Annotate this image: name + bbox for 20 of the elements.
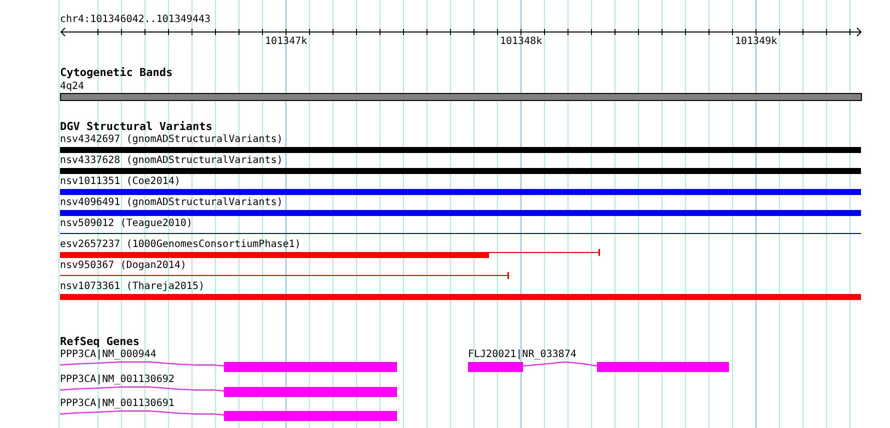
band-label: 4q24 [60, 81, 84, 93]
gene-label: PPP3CA|NM_001130691 [60, 398, 174, 410]
tick-label: 101349k [735, 36, 778, 48]
gene-label: PPP3CA|NM_001130692 [60, 374, 174, 386]
gene-label: FLJ20021|NR_033874 [468, 349, 576, 361]
tick-label: 101347k [265, 36, 308, 48]
track-heading: Cytogenetic Bands [60, 67, 173, 79]
variant-label: nsv950367 (Dogan2014) [60, 260, 186, 272]
variant-label: esv2657237 (1000GenomesConsortiumPhase1) [60, 239, 301, 251]
gene-label: PPP3CA|NM_000944 [60, 349, 156, 361]
variant-label: nsv4337628 (gnomADStructuralVariants) [60, 155, 283, 167]
track-heading: RefSeq Genes [60, 336, 140, 348]
track-heading: DGV Structural Variants [60, 121, 212, 133]
tick-label: 101348k [500, 36, 542, 48]
variant-label: nsv4096491 (gnomADStructuralVariants) [60, 197, 283, 209]
variant-label: nsv1011351 (Coe2014) [60, 176, 180, 188]
coordinate-label: chr4:101346042..101349443 [60, 14, 211, 26]
variant-label: nsv509012 (Teague2010) [60, 218, 192, 230]
variant-label: nsv1073361 (Thareja2015) [60, 281, 204, 293]
variant-label: nsv4342697 (gnomADStructuralVariants) [60, 134, 283, 146]
